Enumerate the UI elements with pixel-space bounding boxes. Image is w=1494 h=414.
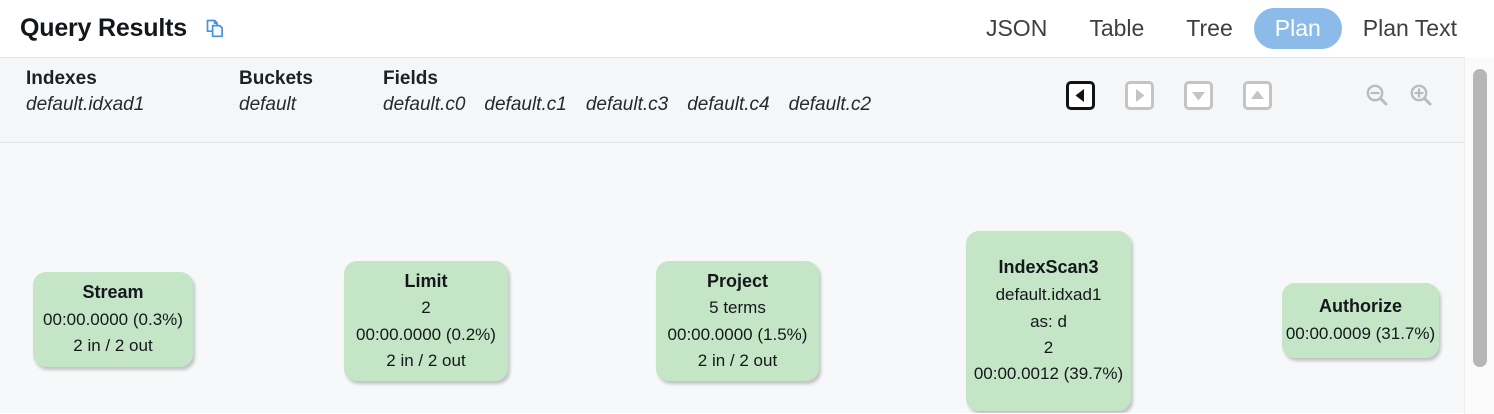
- indexes-heading: Indexes: [26, 68, 97, 89]
- node-detail: 5 terms: [709, 298, 766, 318]
- zoom-in-icon[interactable]: [1406, 80, 1436, 110]
- field-value: default.c1: [484, 94, 567, 115]
- fields-heading: Fields: [383, 68, 438, 89]
- node-detail: 00:00.0009 (31.7%): [1285, 324, 1436, 344]
- plan-node-project[interactable]: Project 5 terms 00:00.0000 (1.5%) 2 in /…: [656, 261, 819, 381]
- page-title: Query Results: [20, 14, 187, 42]
- field-value: default.c3: [585, 94, 669, 115]
- right-triangle-icon[interactable]: [1125, 80, 1154, 110]
- meta-group-fields: Fields default.c0 default.c1 default.c3 …: [383, 68, 943, 116]
- tab-table[interactable]: Table: [1089, 15, 1145, 42]
- up-triangle-icon[interactable]: [1243, 80, 1272, 110]
- meta-group-indexes: Indexes default.idxad1: [26, 68, 239, 116]
- tab-tree[interactable]: Tree: [1186, 15, 1233, 42]
- copy-documents-icon[interactable]: [203, 16, 229, 42]
- node-detail: 00:00.0012 (39.7%): [973, 364, 1124, 384]
- field-value: default.c4: [687, 94, 770, 115]
- plan-node-authorize[interactable]: Authorize 00:00.0009 (31.7%): [1282, 283, 1439, 358]
- node-title: Project: [706, 270, 769, 291]
- view-tabs: JSON Table Tree Plan Plan Text: [965, 0, 1478, 57]
- plan-toolbar: [1066, 80, 1436, 110]
- node-detail: 2 in / 2 out: [697, 351, 778, 371]
- node-title: Stream: [82, 282, 144, 303]
- node-title: Authorize: [1319, 296, 1402, 317]
- tab-plan-text[interactable]: Plan Text: [1362, 15, 1457, 42]
- left-triangle-icon[interactable]: [1066, 80, 1095, 110]
- index-value: default.idxad1: [26, 94, 145, 115]
- down-triangle-icon[interactable]: [1184, 80, 1213, 110]
- node-detail: 2 in / 2 out: [386, 351, 466, 371]
- field-value: default.c0: [383, 94, 466, 115]
- buckets-heading: Buckets: [239, 68, 313, 89]
- node-detail: 2: [421, 298, 431, 318]
- plan-node-indexscan3[interactable]: IndexScan3 default.idxad1 as: d 2 00:00.…: [966, 231, 1131, 411]
- plan-meta-bar: Indexes default.idxad1 Buckets default F…: [0, 57, 1494, 143]
- meta-group-buckets: Buckets default: [239, 68, 383, 116]
- vertical-scrollbar[interactable]: [1464, 57, 1494, 414]
- node-detail: 2 in / 2 out: [73, 336, 153, 356]
- zoom-out-icon[interactable]: [1362, 80, 1392, 110]
- node-title: Limit: [404, 270, 448, 291]
- plan-node-limit[interactable]: Limit 2 00:00.0000 (0.2%) 2 in / 2 out: [344, 261, 508, 381]
- node-detail: 00:00.0000 (1.5%): [667, 324, 808, 344]
- buckets-values: default: [239, 94, 383, 116]
- vertical-scrollbar-thumb[interactable]: [1473, 69, 1487, 367]
- plan-canvas[interactable]: Stream 00:00.0000 (0.3%) 2 in / 2 out Li…: [0, 143, 1494, 413]
- tab-plan[interactable]: Plan: [1253, 8, 1342, 49]
- fields-values: default.c0 default.c1 default.c3 default…: [383, 94, 943, 116]
- bucket-value: default: [239, 94, 297, 115]
- node-detail: as: d: [1030, 311, 1067, 331]
- results-header: Query Results JSON Table Tree Plan Plan …: [0, 0, 1494, 57]
- node-detail: 2: [1043, 337, 1054, 357]
- plan-node-stream[interactable]: Stream 00:00.0000 (0.3%) 2 in / 2 out: [33, 272, 193, 367]
- indexes-values: default.idxad1: [26, 94, 239, 116]
- node-title: IndexScan3: [998, 257, 1099, 278]
- node-detail: 00:00.0000 (0.2%): [356, 324, 496, 344]
- tab-json[interactable]: JSON: [985, 15, 1048, 42]
- node-detail: 00:00.0000 (0.3%): [43, 310, 183, 330]
- field-value: default.c2: [788, 94, 872, 115]
- node-detail: default.idxad1: [995, 285, 1102, 305]
